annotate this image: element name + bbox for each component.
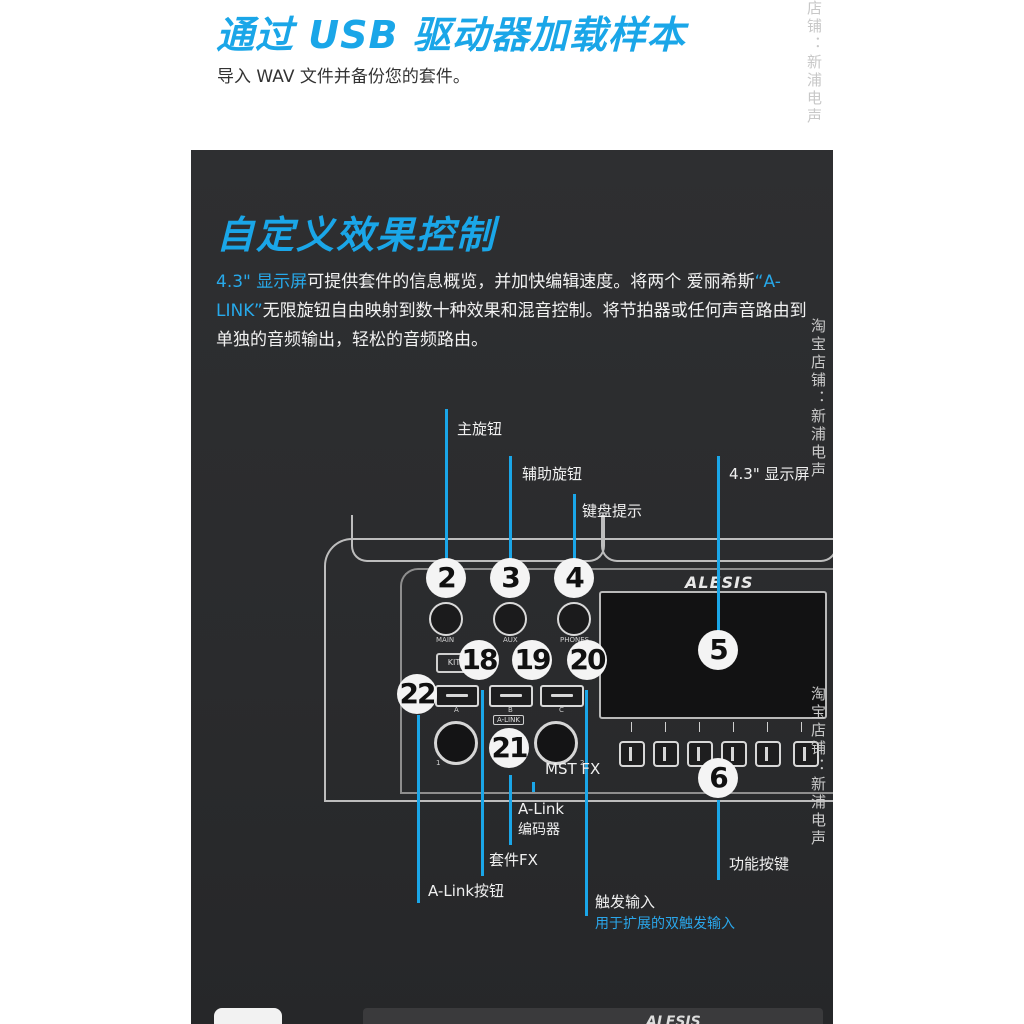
alink-encoder-pointer — [509, 775, 512, 845]
function-keys-callout: 功能按键 — [729, 855, 790, 873]
function-key-6[interactable] — [793, 741, 819, 767]
marker-4: 4 — [554, 558, 594, 598]
alink-highlight: “A-LINK” — [216, 272, 781, 321]
trigger-input-note: 用于扩展的双触发输入 — [595, 916, 735, 932]
watermark-top: 店铺：新浦电声 — [805, 0, 823, 126]
fkey-tick-1 — [631, 722, 632, 732]
alink-button-b[interactable] — [489, 685, 533, 707]
kit-fx-callout: 套件FX — [489, 851, 538, 869]
button-a-label: A — [454, 706, 459, 714]
top-section: 通过 USB 驱动器加载样本 导入 WAV 文件并备份您的套件。 — [0, 0, 1024, 150]
main-knob-callout: 主旋钮 — [457, 420, 503, 438]
marker-22: 22 — [397, 674, 437, 714]
button-c-label: C — [559, 706, 564, 714]
alink-button-a[interactable] — [435, 685, 479, 707]
fkey-tick-2 — [665, 722, 666, 732]
marker-5: 5 — [698, 630, 738, 670]
display-highlight: 4.3" 显示屏 — [216, 272, 308, 292]
aux-knob-callout: 辅助旋钮 — [522, 465, 583, 483]
alink-buttons-callout: A-Link按钮 — [428, 882, 505, 900]
keyboard-hint-pointer — [573, 494, 576, 568]
marker-3: 3 — [490, 558, 530, 598]
kit-fx-pointer — [481, 690, 484, 876]
effects-panel: 自定义效果控制 4.3" 显示屏可提供套件的信息概览，并加快编辑速度。将两个 爱… — [191, 150, 833, 1024]
fkey-tick-4 — [733, 722, 734, 732]
watermark-middle: 淘宝店铺：新浦电声 — [809, 318, 827, 480]
aux-knob[interactable] — [493, 602, 527, 636]
marker-20: 20 — [567, 640, 607, 680]
display-callout: 4.3" 显示屏 — [729, 465, 810, 483]
alink-buttons-pointer — [417, 715, 420, 903]
marker-6: 6 — [698, 758, 738, 798]
alink-encoder-callout-1: A-Link — [518, 800, 565, 818]
alink-encoder-2[interactable] — [534, 721, 578, 765]
main-knob[interactable] — [429, 602, 463, 636]
fkey-tick-6 — [801, 722, 802, 732]
alink-tag: A-LINK — [493, 715, 524, 725]
main-knob-pointer — [445, 409, 448, 569]
effects-title: 自定义效果控制 — [216, 213, 497, 257]
encoder-2-label: 2 — [580, 759, 585, 767]
mst-fx-pointer — [532, 782, 535, 792]
function-key-2[interactable] — [653, 741, 679, 767]
button-b-label: B — [508, 706, 513, 714]
bottom-tab — [214, 1008, 282, 1024]
phones-knob[interactable] — [557, 602, 591, 636]
marker-2: 2 — [426, 558, 466, 598]
watermark-bottom: 淘宝店铺：新浦电声 — [809, 686, 827, 848]
alink-encoder-callout-2: 编码器 — [518, 822, 560, 838]
function-key-1[interactable] — [619, 741, 645, 767]
mst-fx-callout: MST FX — [545, 760, 601, 778]
keyboard-hint-callout: 键盘提示 — [582, 502, 643, 520]
usb-title: 通过 USB 驱动器加载样本 — [216, 13, 686, 57]
module-outer — [324, 538, 833, 802]
bottom-device — [363, 1008, 823, 1024]
phones-label: PHONES — [560, 636, 590, 644]
function-key-5[interactable] — [755, 741, 781, 767]
fkey-tick-5 — [767, 722, 768, 732]
function-key-3[interactable] — [687, 741, 713, 767]
bottom-alesis-logo: ALESIS — [646, 1014, 701, 1024]
aux-knob-pointer — [509, 456, 512, 568]
alink-encoder-1[interactable] — [434, 721, 478, 765]
desc-text-1: 可提供套件的信息概览，并加快编辑速度。将两个 爱丽希斯 — [307, 272, 755, 292]
display-pointer — [717, 456, 720, 632]
usb-subtitle: 导入 WAV 文件并备份您的套件。 — [217, 67, 470, 87]
fkey-tick-3 — [699, 722, 700, 732]
marker-19: 19 — [512, 640, 552, 680]
alink-button-c[interactable] — [540, 685, 584, 707]
encoder-1-label: 1 — [436, 759, 441, 767]
marker-18: 18 — [459, 640, 499, 680]
trigger-input-callout: 触发输入 — [595, 893, 656, 911]
trigger-input-pointer — [585, 690, 588, 916]
function-keys-pointer — [717, 800, 720, 880]
aux-label: AUX — [503, 636, 518, 644]
marker-21: 21 — [489, 728, 529, 768]
effects-description: 4.3" 显示屏可提供套件的信息概览，并加快编辑速度。将两个 爱丽希斯“A-LI… — [216, 268, 816, 355]
desc-text-2: 无限旋钮自由映射到数十种效果和混音控制。将节拍器或任何声音路由到单独的音频输出，… — [216, 301, 807, 350]
main-label: MAIN — [436, 636, 455, 644]
